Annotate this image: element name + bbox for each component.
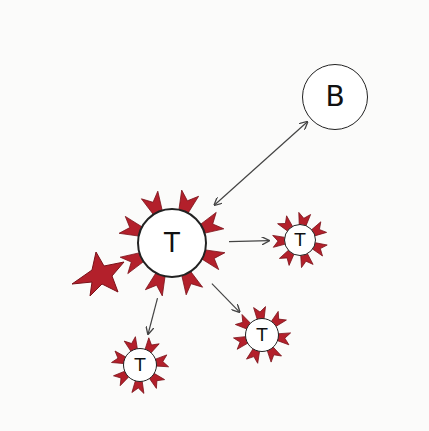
cell-letter: T — [257, 326, 268, 344]
b-cell: B — [302, 64, 368, 130]
receptor-spikes — [112, 190, 328, 393]
arrow-connector — [215, 122, 308, 205]
cell-letter: T — [164, 230, 180, 256]
t-cell-small: T — [123, 348, 157, 382]
t-cell-large: T — [137, 208, 207, 278]
arrow-connector — [212, 284, 240, 312]
antigen-star — [72, 252, 124, 296]
arrow-connector — [229, 241, 269, 242]
cell-letter: T — [295, 231, 306, 249]
arrow-connector — [148, 298, 157, 334]
cell-letter: B — [325, 83, 344, 111]
cell-letter: T — [135, 356, 146, 374]
t-cell-small: T — [284, 224, 316, 256]
t-cell-small: T — [245, 318, 279, 352]
